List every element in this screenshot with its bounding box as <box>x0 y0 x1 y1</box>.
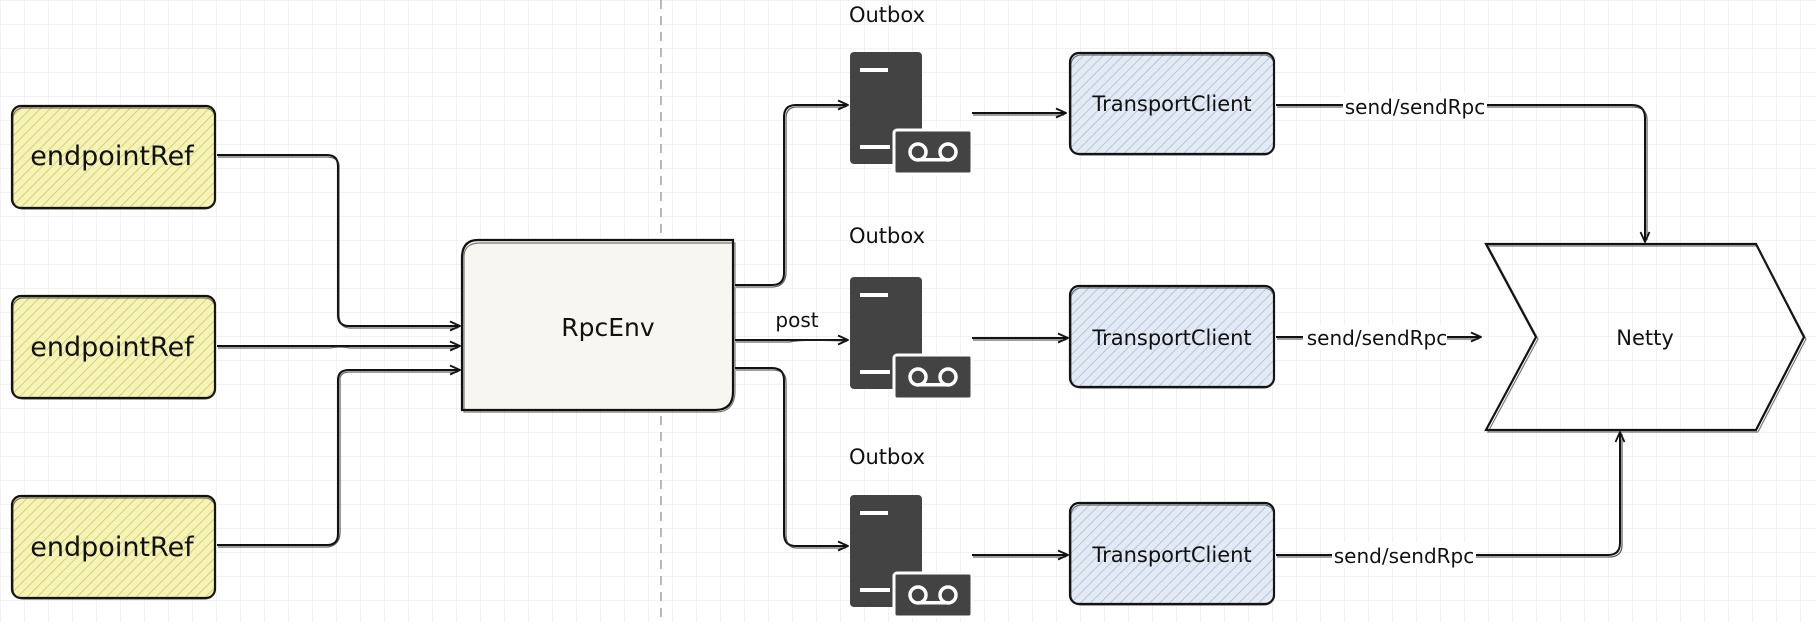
endpointref-label-2: endpointRef <box>30 332 195 363</box>
edge-outbox-3-to-transport-3 <box>972 549 1069 561</box>
edge-endpointref-3-to-rpcenv <box>217 364 461 548</box>
edge-label-bg <box>1303 324 1447 350</box>
edge-outbox-1-to-transport-1 <box>972 107 1067 119</box>
edge-label-bg <box>1332 542 1476 568</box>
edge-transport-3-to-netty <box>1276 431 1626 558</box>
endpointref-label-1: endpointRef <box>30 141 195 172</box>
netty-node[interactable]: Netty <box>1484 242 1807 433</box>
edge-label-bg <box>1343 92 1487 118</box>
transportclient-node-2[interactable]: TransportClient <box>1068 284 1276 389</box>
edge-label-send-2: send/sendRpc <box>1307 326 1448 350</box>
endpointref-node-2[interactable]: endpointRef <box>10 294 217 400</box>
edge-rpcenv-to-outbox-2 <box>735 334 849 346</box>
edge-endpointref-1-to-rpcenv <box>217 154 461 332</box>
edge-rpcenv-to-outbox-1 <box>735 99 849 288</box>
transportclient-label-3: TransportClient <box>1091 543 1251 567</box>
edge-label-post: post <box>775 308 818 332</box>
rpcenv-label: RpcEnv <box>561 313 655 342</box>
outbox-server-icon-3[interactable] <box>850 495 974 619</box>
outbox-server-icon-1[interactable] <box>850 52 974 176</box>
rpcenv-node[interactable]: RpcEnv <box>460 238 736 413</box>
transportclient-label-2: TransportClient <box>1091 326 1251 350</box>
edge-transport-1-to-netty <box>1276 104 1651 243</box>
transportclient-label-1: TransportClient <box>1091 92 1251 116</box>
edge-rpcenv-to-outbox-3 <box>735 367 849 552</box>
edge-label-send-3: send/sendRpc <box>1334 544 1475 568</box>
endpointref-label-3: endpointRef <box>30 532 195 563</box>
endpointref-node-3[interactable]: endpointRef <box>10 494 217 600</box>
edge-label-send-1: send/sendRpc <box>1345 95 1486 119</box>
transportclient-node-3[interactable]: TransportClient <box>1068 501 1276 606</box>
netty-label: Netty <box>1616 326 1674 350</box>
outbox-server-icon-2[interactable] <box>850 277 974 401</box>
outbox-label-2: Outbox <box>849 224 925 248</box>
edge-endpointref-2-to-rpcenv <box>217 340 461 352</box>
endpointref-node-1[interactable]: endpointRef <box>10 104 217 210</box>
outbox-label-1: Outbox <box>849 3 925 27</box>
outbox-label-3: Outbox <box>849 445 925 469</box>
transportclient-node-1[interactable]: TransportClient <box>1068 51 1276 156</box>
edge-outbox-2-to-transport-2 <box>972 332 1069 344</box>
